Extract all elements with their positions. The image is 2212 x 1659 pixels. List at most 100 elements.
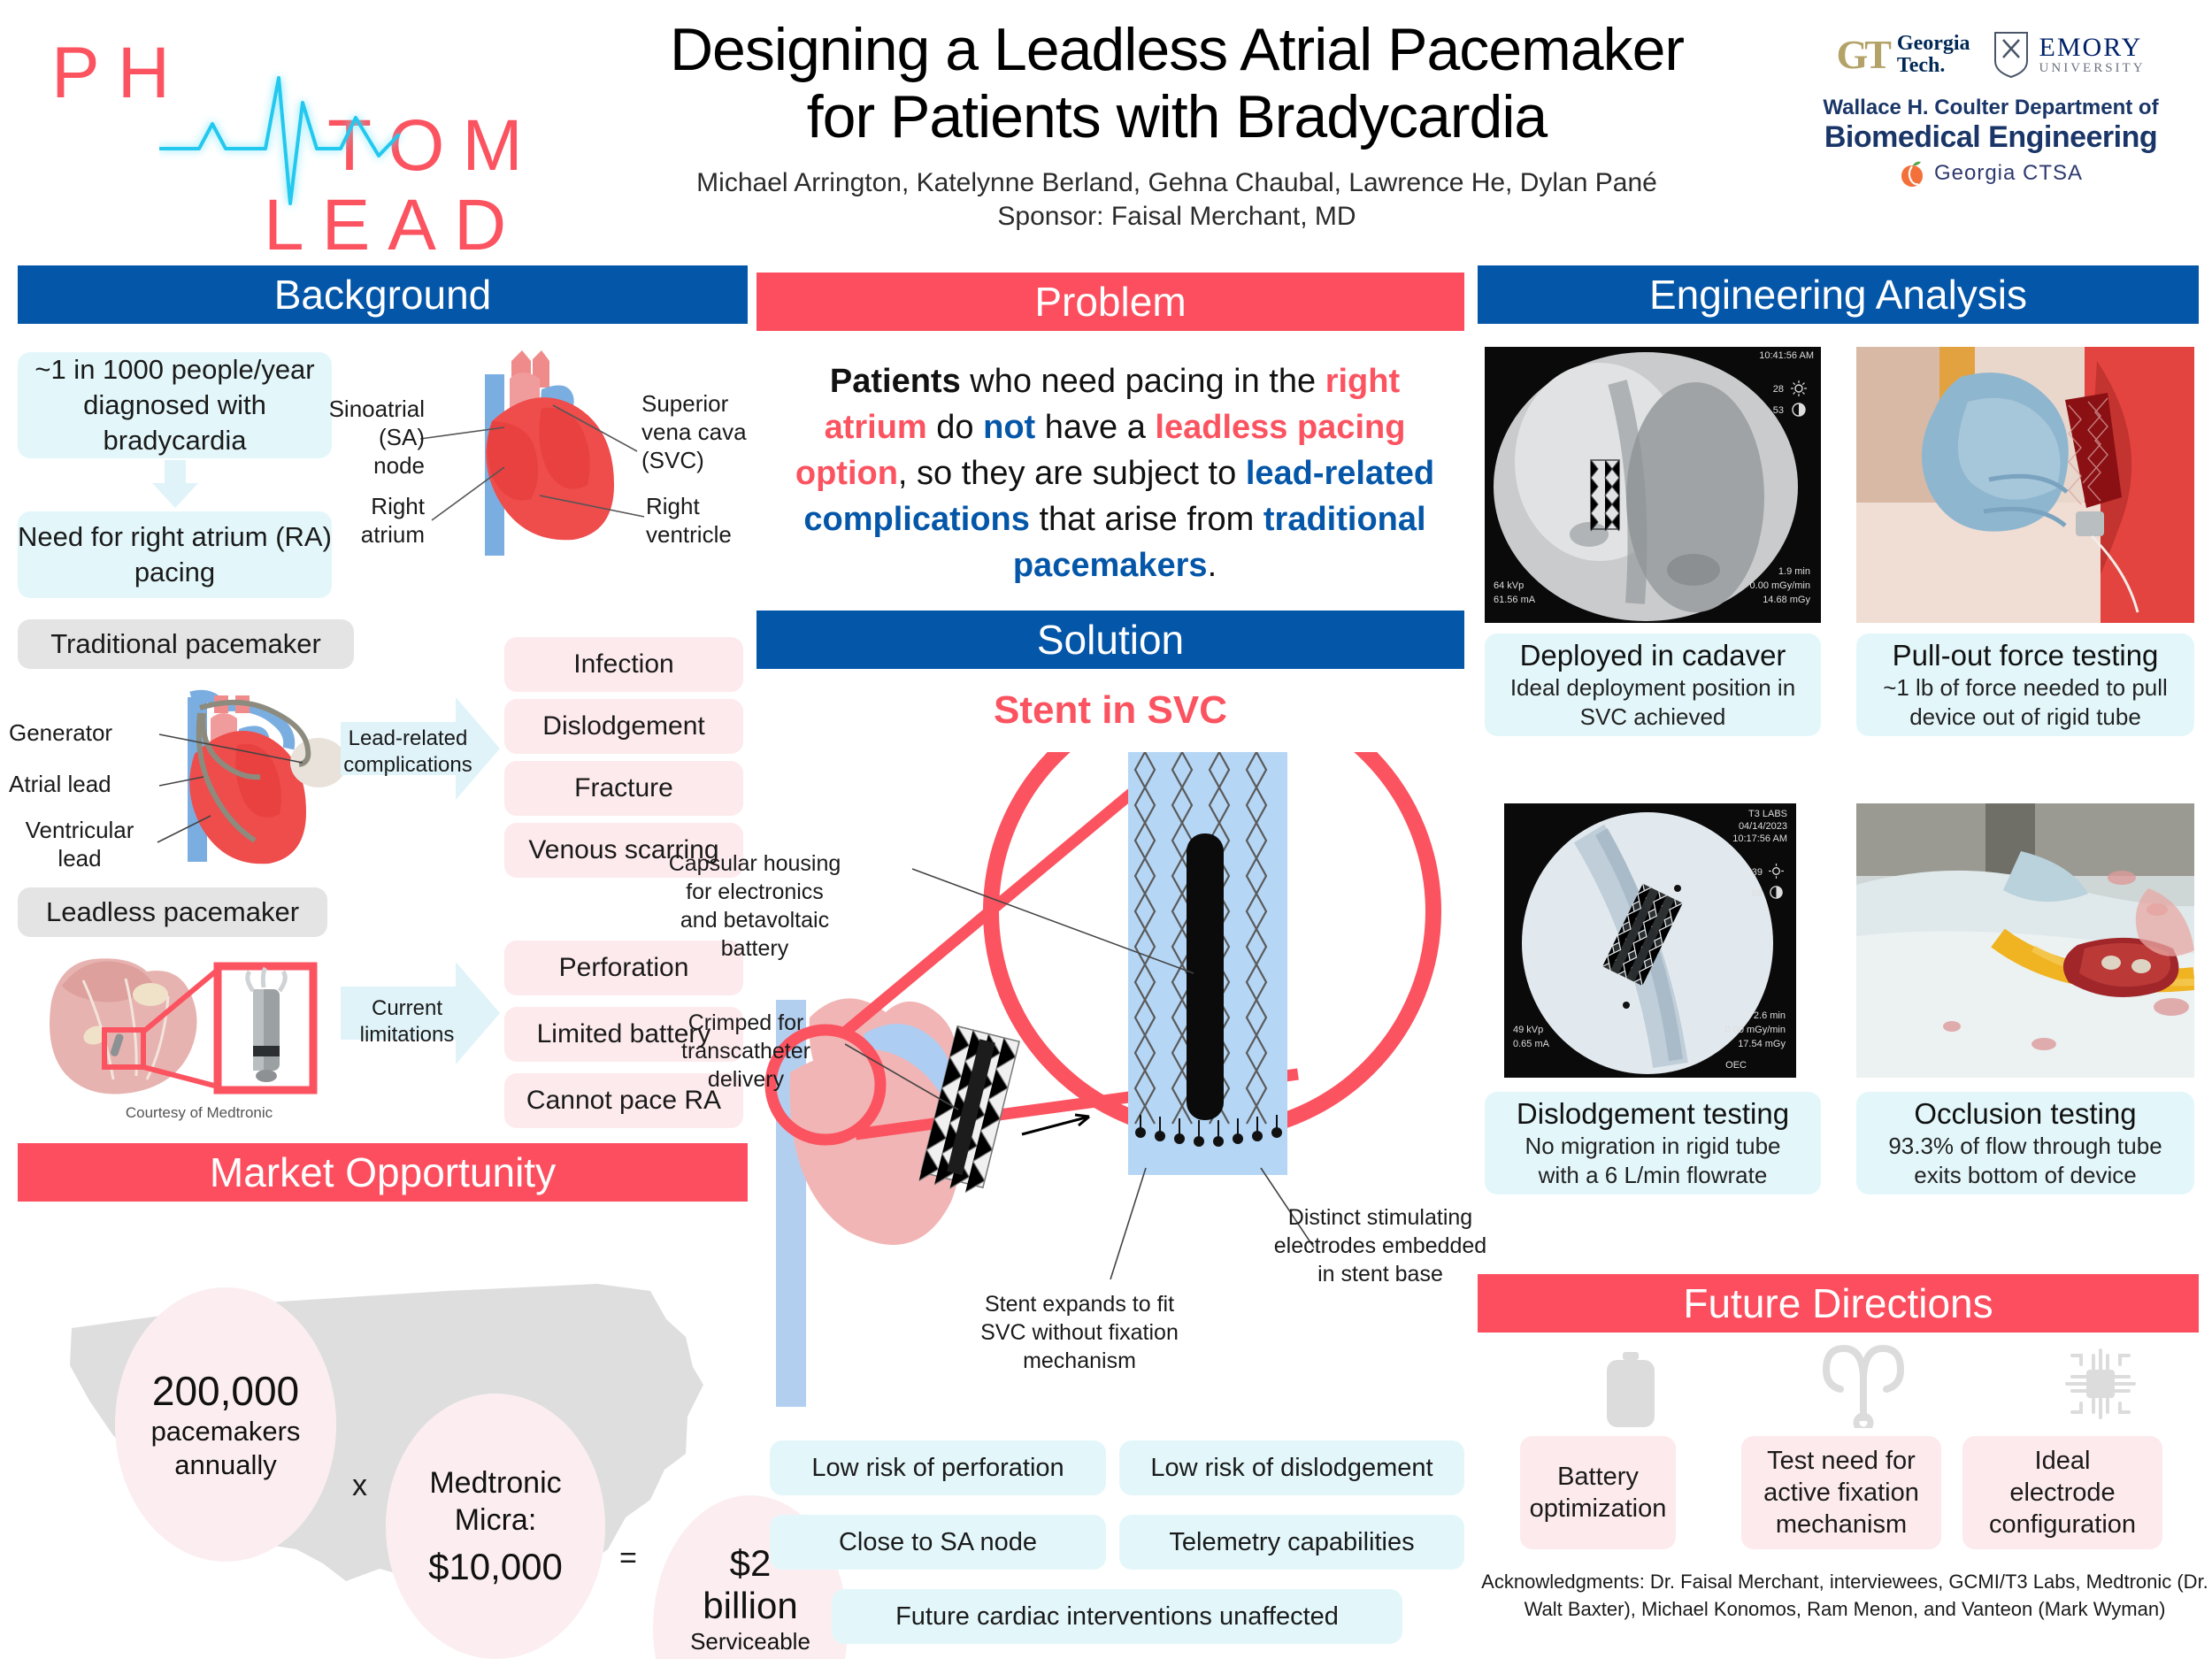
poster-title-block: Designing a Leadless Atrial Pacemaker fo…: [602, 16, 1752, 234]
georgia-tech-logo: GT Georgia Tech.: [1836, 33, 1970, 77]
traditional-pacemaker-illustration: [157, 689, 347, 864]
emory-line-2: UNIVERSITY: [2039, 60, 2146, 75]
section-banner-market-opportunity: Market Opportunity: [18, 1143, 748, 1202]
ctsa-wordmark: Georgia CTSA: [1933, 161, 2084, 185]
emory-wordmark: EMORY UNIVERSITY: [2039, 34, 2146, 76]
caption-title-pullout: Pull-out force testing: [1892, 639, 2159, 672]
complication-pill-fracture: Fracture: [504, 761, 743, 816]
fluoro-1-ma: 61.56 mA: [1494, 595, 1536, 605]
poster-header: PH TOM LEAD Designing a Leadless Atrial …: [0, 0, 2212, 265]
fluoro-1-time: 1.9 min: [1778, 566, 1810, 577]
leadless-pacemaker-figure: [44, 947, 327, 1102]
section-banner-future-directions: Future Directions: [1478, 1274, 2199, 1333]
problem-seg-5: have a: [1035, 409, 1156, 446]
gt-line-1: Georgia: [1896, 32, 1970, 55]
heart-anatomy-illustration: [419, 350, 645, 556]
benefit-pill-telemetry: Telemetry capabilities: [1119, 1515, 1464, 1570]
fluoro-2-vendor: OEC: [1725, 1060, 1747, 1071]
label-atrial-lead: Atrial lead: [9, 771, 111, 797]
caption-deployed-in-cadaver: Deployed in cadaver Ideal deployment pos…: [1485, 634, 1821, 736]
brightness-icon: [1769, 864, 1784, 879]
acknowledgments-text: Acknowledgments: Dr. Faisal Merchant, in…: [1481, 1571, 2208, 1620]
author-list: Michael Arrington, Katelynne Berland, Ge…: [696, 168, 1657, 197]
institution-logos: GT Georgia Tech. EMORY UNIVERSITY: [1787, 19, 2194, 188]
hook-icon: [1823, 1344, 1904, 1428]
label-sa-node: Sinoatrial(SA) node: [328, 396, 425, 479]
georgia-ctsa-logo: Georgia CTSA: [1787, 159, 2194, 188]
problem-seg-traditional-pacemakers: traditional pacemakers: [1012, 501, 1426, 584]
problem-seg-right-atrium: right atrium: [824, 363, 1401, 446]
problem-seg-7: , so they are subject to: [897, 455, 1246, 492]
fluoro-2-time: 2.6 min: [1753, 1010, 1786, 1021]
fluoro-2-date: 04/14/2023: [1738, 821, 1787, 832]
emory-logo: EMORY UNIVERSITY: [1993, 31, 2146, 79]
caption-title-dislodgement: Dislodgement testing: [1516, 1097, 1790, 1130]
gt-line-2: Tech.: [1896, 54, 1946, 77]
benefit-pill-low-risk-perforation: Low risk of perforation: [770, 1440, 1106, 1495]
section-banner-engineering-analysis: Engineering Analysis: [1478, 265, 2199, 324]
stat-ra-pacing-need: Need for right atrium (RA) pacing: [18, 511, 332, 598]
section-banner-solution: Solution: [757, 611, 1464, 669]
problem-statement: Patients who need pacing in the right at…: [787, 358, 1442, 588]
emory-shield-icon: [1993, 32, 2028, 79]
problem-seg-leadless-option: leadless pacing option: [795, 409, 1406, 492]
image-dislodgement-testing: T3 LABS 04/14/2023 10:17:56 AM 39 68 49 …: [1504, 803, 1796, 1078]
fluoro-1-dose-rate: 0.00 mGy/min: [1749, 580, 1810, 591]
limitation-pill-perforation: Perforation: [504, 941, 743, 995]
benefit-pill-low-risk-dislodgement: Low risk of dislodgement: [1119, 1440, 1464, 1495]
battery-icon: [1607, 1352, 1655, 1427]
fluoroscopy-dislodgement-image: [1504, 803, 1796, 1078]
caption-dislodgement-testing: Dislodgement testing No migration in rig…: [1485, 1092, 1821, 1194]
fluoro-2-brightness-value: 39: [1751, 867, 1763, 878]
complication-pill-infection: Infection: [504, 637, 743, 692]
chip-icon: [2065, 1348, 2136, 1419]
logo-text-ph: PH: [51, 33, 188, 113]
poster-title-line-1: Designing a Leadless Atrial Pacemaker: [669, 16, 1685, 83]
complication-pill-venous-scarring: Venous scarring: [504, 823, 743, 878]
fluoro-2-ma: 0.65 mA: [1513, 1039, 1549, 1049]
problem-seg-11: .: [1207, 547, 1217, 584]
peach-icon: [1901, 161, 1923, 187]
stent-in-svc-illustration: [764, 680, 1441, 1407]
section-banner-problem: Problem: [757, 273, 1464, 331]
arrow-down-icon: [152, 460, 198, 508]
problem-seg-not: not: [983, 409, 1036, 446]
gt-monogram-icon: GT: [1836, 32, 1892, 77]
sponsor-line: Sponsor: Faisal Merchant, MD: [997, 202, 1356, 231]
leadless-pacemaker-illustration: [50, 958, 318, 1094]
logo-text-tom: TOM: [327, 105, 541, 186]
fluoro-1-timestamp: 10:41:56 AM: [1759, 350, 1814, 361]
solution-subtitle: Stent in SVC: [993, 688, 1228, 732]
image-occlusion-testing: [1856, 803, 2194, 1078]
department-line-1: Wallace H. Coulter Department of: [1823, 96, 2159, 119]
market-operator-multiply: x: [352, 1469, 367, 1502]
fluoro-2-kvp: 49 kVp: [1513, 1025, 1544, 1035]
arrow-right-current-limitations-icon: [341, 962, 500, 1064]
problem-seg-lead-related: lead-related complications: [803, 455, 1435, 538]
benefit-pill-future-interventions: Future cardiac interventions unaffected: [832, 1589, 1402, 1644]
limitation-pill-cannot-pace-ra: Cannot pace RA: [504, 1073, 743, 1128]
contrast-icon: [1792, 403, 1806, 417]
logo-text-lead: LEAD: [264, 185, 525, 265]
caption-title-occlusion: Occlusion testing: [1914, 1097, 2137, 1130]
arrow-right-lead-complications-icon: [341, 697, 500, 800]
